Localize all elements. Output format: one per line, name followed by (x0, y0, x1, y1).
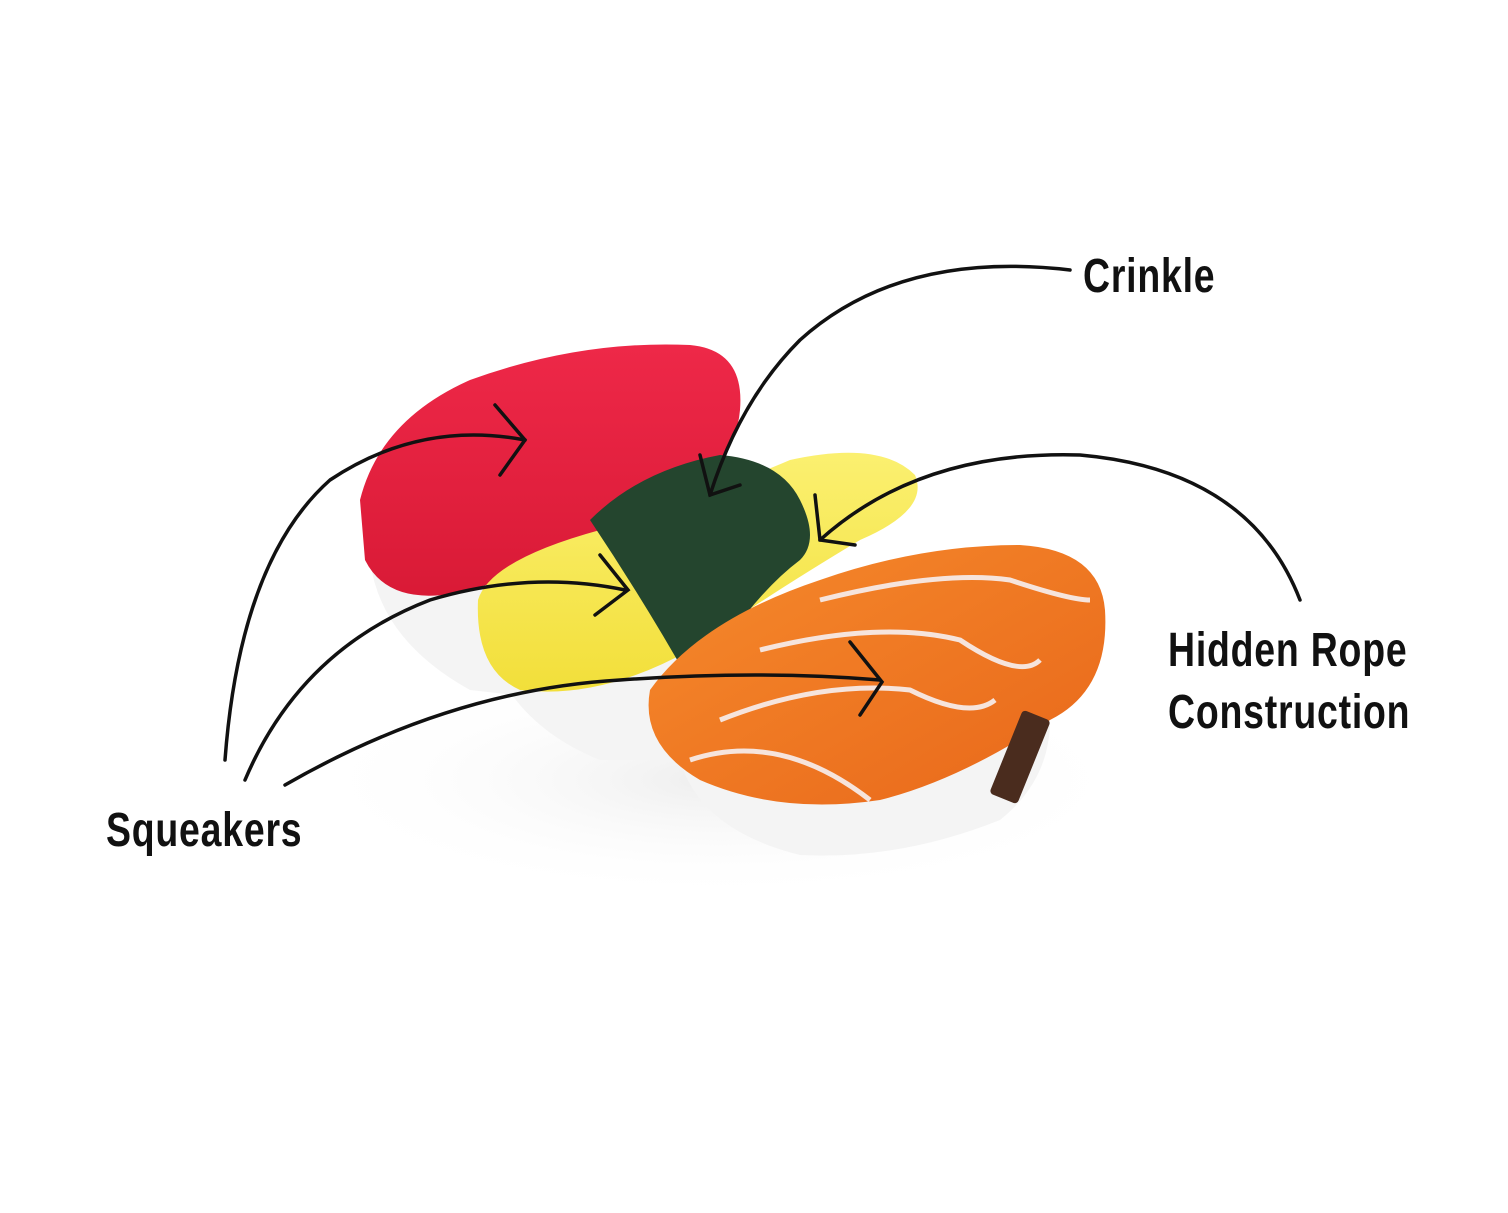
hidden-rope-line1: Hidden Rope (1168, 624, 1408, 677)
hidden-rope-label: Hidden Rope Construction (1168, 620, 1410, 745)
crinkle-label: Crinkle (1083, 250, 1216, 303)
hidden-rope-line2: Construction (1168, 686, 1411, 740)
tamago-nigiri (477, 452, 918, 760)
brand-tag (990, 710, 1050, 804)
annotation-arrows (223, 264, 1302, 787)
crinkle-arrow (708, 264, 1072, 497)
squeaker-arrow-tuna (223, 433, 527, 762)
squeakers-label: Squeakers (106, 804, 303, 857)
rope-arrow (818, 452, 1302, 602)
